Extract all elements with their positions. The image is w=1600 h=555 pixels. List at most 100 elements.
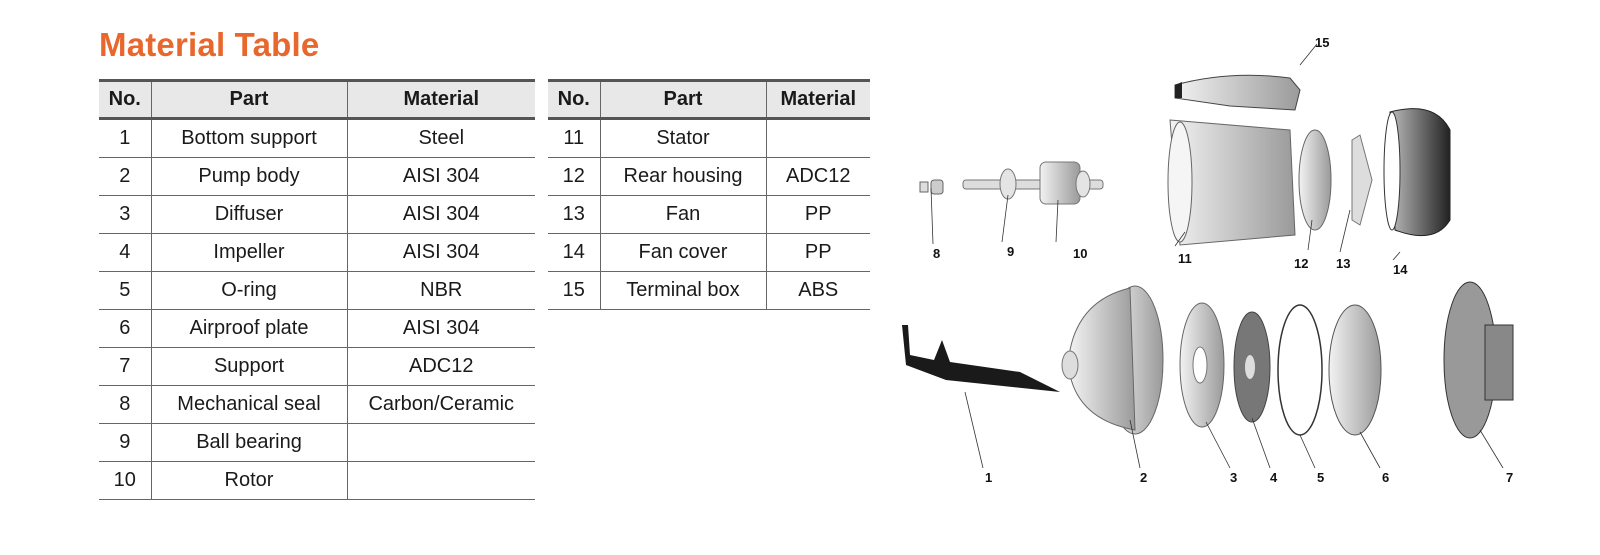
header-part: Part [150, 79, 347, 120]
cell-no: 2 [99, 157, 151, 196]
cell-part: Fan cover [599, 233, 766, 272]
rear-housing-part [1298, 129, 1332, 231]
cell-material: Steel [346, 118, 535, 158]
cell-material: Carbon/Ceramic [346, 385, 535, 424]
cell-material [346, 461, 535, 500]
cell-part: Rotor [150, 461, 347, 500]
label-part-10: 10 [1073, 246, 1087, 261]
cell-material: PP [765, 195, 870, 234]
label-part-14: 14 [1393, 262, 1408, 277]
cell-part: O-ring [150, 271, 347, 310]
cell-no: 7 [99, 347, 151, 386]
label-part-1: 1 [985, 470, 992, 485]
terminal-box-part [1174, 74, 1301, 111]
fan-cover-part [1383, 108, 1451, 237]
label-part-12: 12 [1294, 256, 1308, 271]
cell-material: AISI 304 [346, 195, 535, 234]
header-material: Material [765, 79, 870, 120]
cell-part: Terminal box [599, 271, 766, 310]
label-part-4: 4 [1270, 470, 1278, 485]
fan-part [1351, 134, 1373, 226]
label-part-13: 13 [1336, 256, 1350, 271]
cell-material [346, 423, 535, 462]
cell-no: 9 [99, 423, 151, 462]
cell-material: AISI 304 [346, 309, 535, 348]
cell-material: NBR [346, 271, 535, 310]
header-material: Material [346, 79, 535, 120]
label-part-3: 3 [1230, 470, 1237, 485]
cell-material: AISI 304 [346, 157, 535, 196]
cell-part: Mechanical seal [150, 385, 347, 424]
label-part-5: 5 [1317, 470, 1324, 485]
o-ring-part [1277, 304, 1323, 436]
cell-part: Fan [599, 195, 766, 234]
cell-material: ABS [765, 271, 870, 310]
diffuser-part [1179, 302, 1225, 428]
part-number-labels: 1 2 3 4 5 6 7 8 9 10 11 12 13 14 15 [933, 35, 1513, 485]
label-part-2: 2 [1140, 470, 1147, 485]
cell-no: 12 [548, 157, 600, 196]
cell-part: Stator [599, 118, 766, 158]
exploded-pump-diagram: 1 2 3 4 5 6 7 8 9 10 11 12 13 14 15 [902, 35, 1514, 485]
page-title: Material Table [99, 26, 320, 63]
label-part-11: 11 [1178, 251, 1192, 266]
cell-part: Rear housing [599, 157, 766, 196]
cell-no: 1 [99, 118, 151, 158]
header-no: No. [99, 79, 151, 120]
label-part-9: 9 [1007, 244, 1014, 259]
label-part-6: 6 [1382, 470, 1389, 485]
cell-no: 10 [99, 461, 151, 500]
cell-material: ADC12 [346, 347, 535, 386]
rotor-shaft-part [962, 161, 1104, 205]
header-part: Part [599, 79, 766, 120]
header-no: No. [548, 79, 600, 120]
cell-part: Pump body [150, 157, 347, 196]
cell-material: AISI 304 [346, 233, 535, 272]
cell-no: 11 [548, 118, 600, 158]
support-part [1443, 281, 1514, 439]
part-leader-lines [930, 43, 1504, 469]
cell-material [765, 118, 870, 158]
cell-no: 5 [99, 271, 151, 310]
label-part-7: 7 [1506, 470, 1513, 485]
cell-no: 13 [548, 195, 600, 234]
cell-part: Diffuser [150, 195, 347, 234]
cell-part: Bottom support [150, 118, 347, 158]
mechanical-seal-part [919, 179, 944, 195]
cell-no: 4 [99, 233, 151, 272]
airproof-plate-part [1328, 304, 1382, 436]
table-header-row: No. Part Material [548, 79, 870, 120]
cell-part: Ball bearing [150, 423, 347, 462]
cell-material: ADC12 [765, 157, 870, 196]
cell-no: 15 [548, 271, 600, 310]
cell-no: 6 [99, 309, 151, 348]
label-part-15: 15 [1315, 35, 1329, 50]
cell-material: PP [765, 233, 870, 272]
impeller-part [1233, 311, 1271, 423]
cell-part: Airproof plate [150, 309, 347, 348]
cell-part: Support [150, 347, 347, 386]
cell-part: Impeller [150, 233, 347, 272]
table-header-row: No. Part Material [99, 79, 535, 120]
pump-body-part [1061, 285, 1164, 435]
cell-no: 14 [548, 233, 600, 272]
stator-part [1167, 119, 1296, 246]
cell-no: 3 [99, 195, 151, 234]
label-part-8: 8 [933, 246, 940, 261]
